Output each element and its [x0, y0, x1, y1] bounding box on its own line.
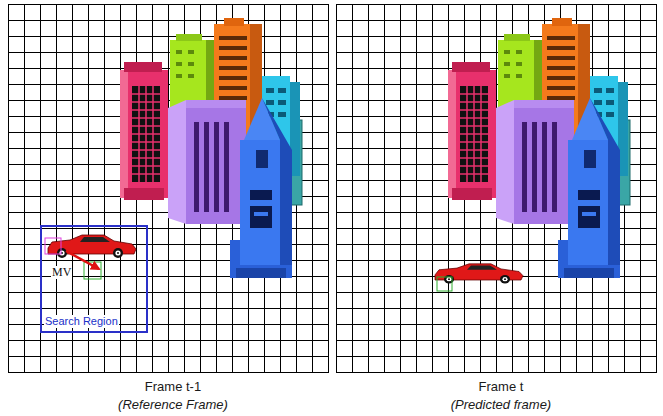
city-buildings [448, 18, 630, 278]
predicted-frame-grid [336, 4, 657, 373]
frame-subtitle: (Reference Frame) [8, 396, 338, 414]
frame-title: Frame t [336, 378, 663, 396]
vector-label: MV [51, 266, 72, 279]
frame-title: Frame t-1 [8, 378, 338, 396]
search-region-box: Search Region [40, 225, 148, 333]
frame-subtitle: (Predicted frame) [336, 396, 663, 414]
frame-panel: Frame t-1(Reference Frame) Search Region [8, 4, 338, 414]
label-holder: MV [51, 262, 72, 280]
frame-panel: Frame t(Predicted frame) [336, 4, 663, 414]
car-reference [45, 235, 136, 279]
box-label-holder: Search Region [44, 311, 119, 329]
caption-block: Frame t-1(Reference Frame) [8, 378, 338, 414]
car-predicted [435, 264, 523, 291]
caption-block: Frame t(Predicted frame) [336, 378, 663, 414]
reference-frame-grid [8, 4, 329, 373]
region-label: Search Region [44, 315, 119, 328]
